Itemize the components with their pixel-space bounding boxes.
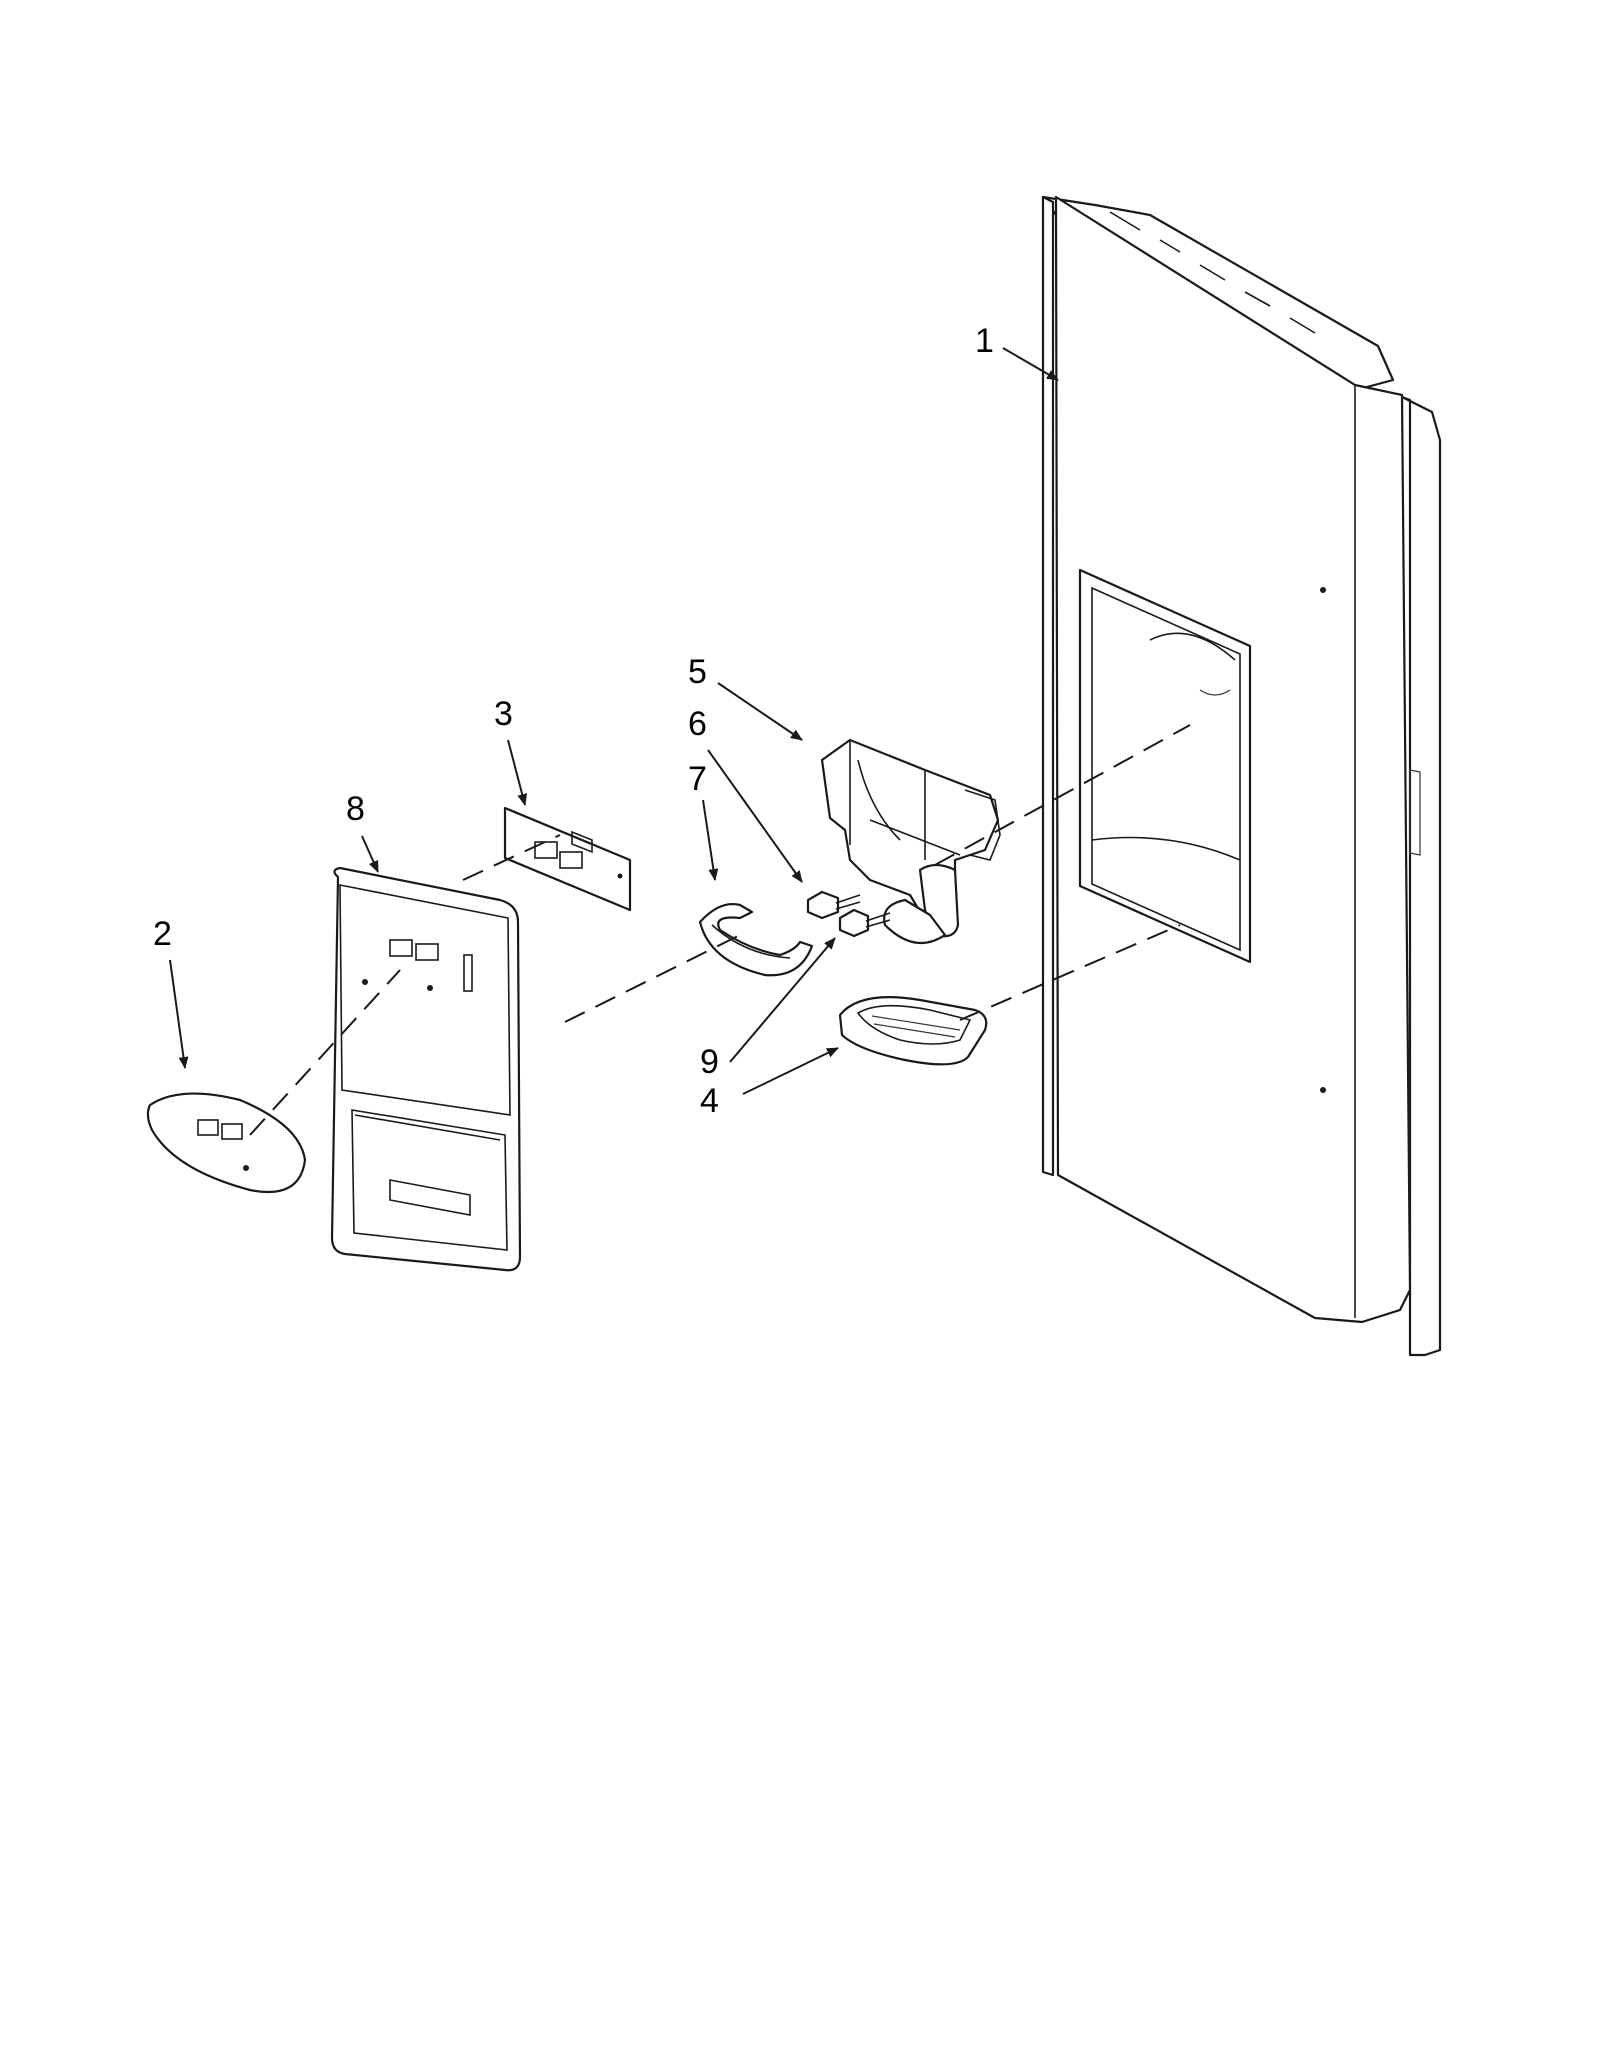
- callout-label-2: 2: [153, 915, 172, 953]
- circuit-board-part-3: [503, 806, 632, 912]
- leader-2: [169, 959, 189, 1069]
- leader-6: [707, 749, 803, 883]
- callout-leaders: [169, 347, 1059, 1095]
- leader-4: [742, 1047, 839, 1095]
- dispenser-facade-part-8: [330, 866, 522, 1272]
- callout-label-4: 4: [700, 1082, 719, 1120]
- door-panel-part-1: [1041, 195, 1442, 1357]
- leader-1: [1002, 347, 1059, 381]
- assembly-line-tray: [959, 924, 1181, 1021]
- callout-label-1: 1: [975, 322, 994, 360]
- assembly-line-mechanism: [934, 724, 1191, 866]
- drip-tray-part-4: [838, 996, 988, 1066]
- callout-label-7: 7: [688, 760, 707, 798]
- leader-9: [729, 937, 836, 1063]
- dispenser-mechanism-part-5: [820, 738, 1001, 945]
- leader-7: [702, 799, 719, 881]
- callout-labels: 1 2 3 4 5 6 7 8 9: [153, 322, 994, 1120]
- leader-8: [361, 835, 379, 873]
- screw-part-6: [806, 890, 861, 920]
- callout-label-6: 6: [688, 705, 707, 743]
- callout-label-5: 5: [688, 653, 707, 691]
- leader-5: [717, 682, 803, 741]
- assembly-lines: [249, 724, 1191, 1136]
- screw-part-9: [838, 908, 891, 938]
- leader-3: [507, 739, 528, 806]
- assembly-line-board: [462, 834, 561, 881]
- callout-label-9: 9: [700, 1043, 719, 1081]
- overlay-part-2: [146, 1092, 307, 1194]
- callout-label-8: 8: [346, 790, 365, 828]
- assembly-line-overlay: [249, 969, 401, 1136]
- callout-label-3: 3: [494, 695, 513, 733]
- bracket-part-7: [698, 903, 814, 977]
